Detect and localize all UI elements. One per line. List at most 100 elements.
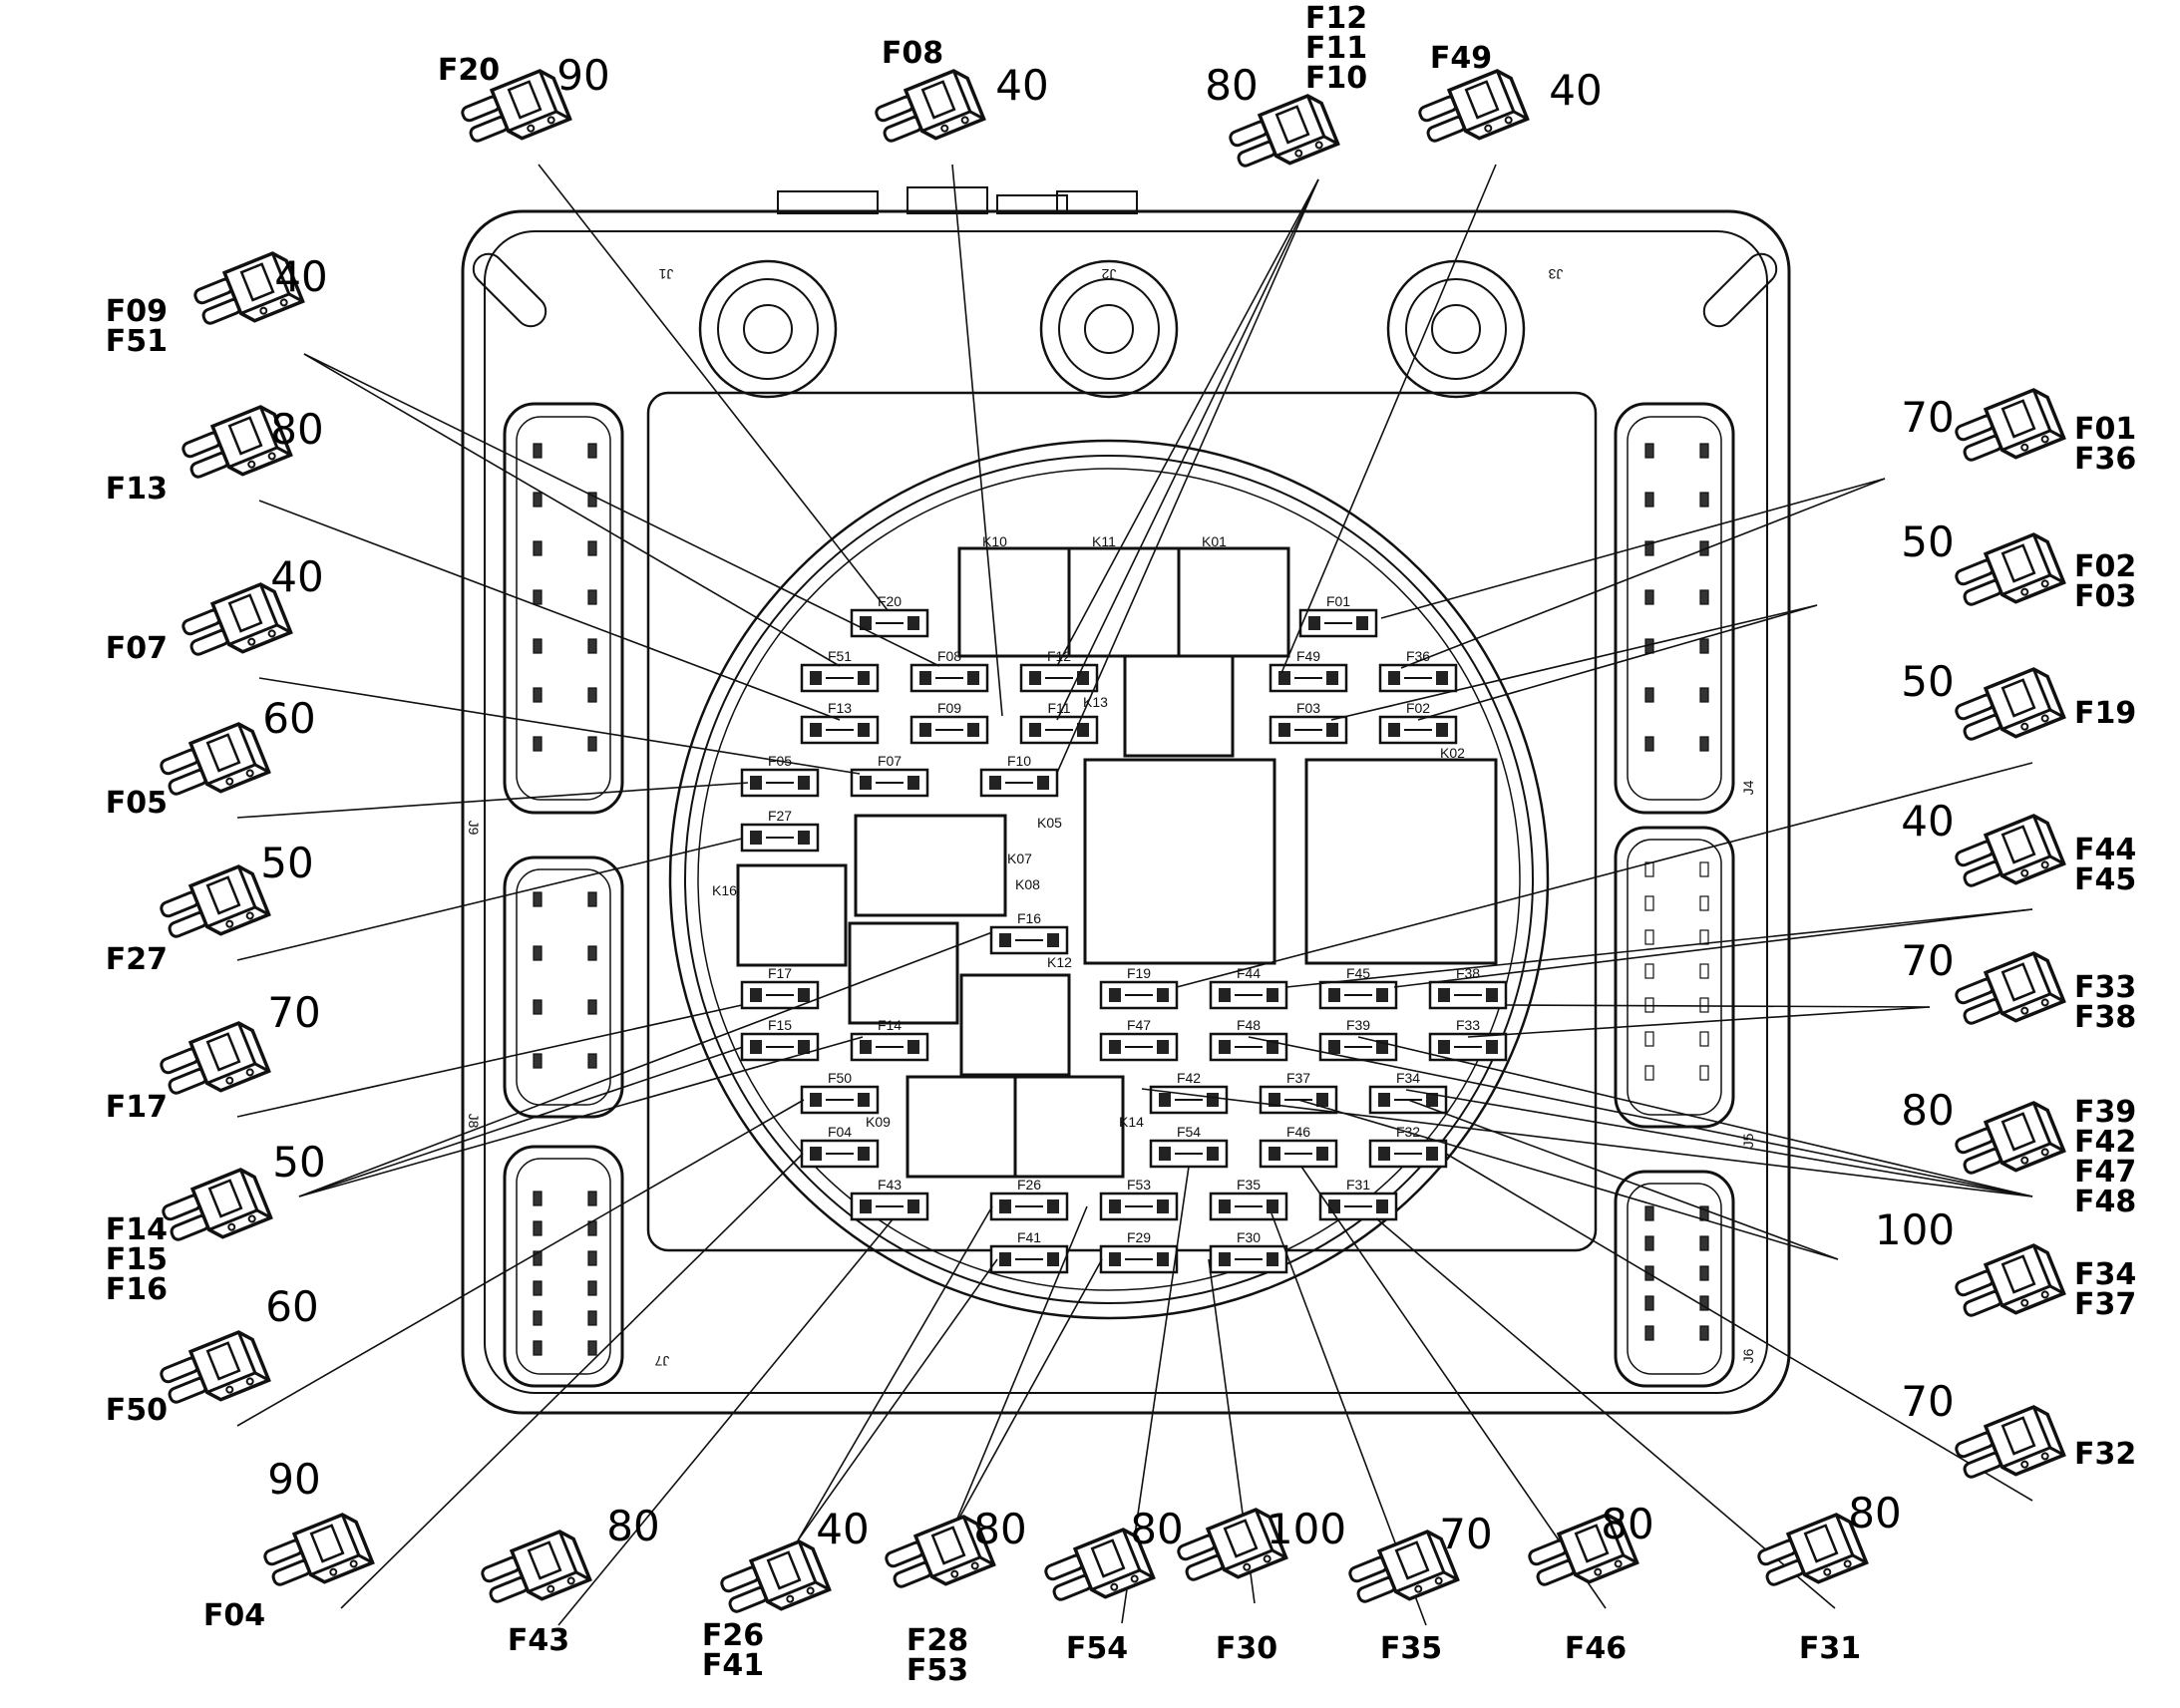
blade-fuse-icon: [720, 1539, 832, 1613]
blade-fuse-icon: [1177, 1508, 1288, 1581]
fuse-slot-label: F16: [1017, 910, 1041, 926]
relay-blocks: [736, 546, 1498, 1179]
relay-k14: [1013, 1075, 1125, 1179]
fuse-slot: F08: [909, 648, 989, 693]
leader-line: [303, 353, 841, 667]
connector-label: J8: [466, 1114, 482, 1129]
leader-line: [1380, 478, 1886, 619]
fuse-slot-label: F11: [1047, 700, 1070, 716]
fuse-slot-label: F50: [828, 1070, 852, 1086]
fuse-slot: F29: [1099, 1229, 1179, 1274]
connector-label: J1: [658, 266, 673, 282]
fuse-slot: F16: [989, 910, 1069, 955]
amperage-label: 80: [973, 1505, 1026, 1553]
amperage-label: 60: [265, 1282, 318, 1331]
blade-fuse-icon: [885, 1515, 996, 1588]
relay-k01: [1177, 546, 1290, 658]
fuse-slot-label: F39: [1346, 1017, 1370, 1033]
fuse-slot: F20: [850, 593, 929, 638]
blade-fuse-icon: [875, 69, 986, 143]
leader-line: [1505, 1004, 1931, 1008]
relay-label: K13: [1083, 694, 1108, 710]
fuse-name-label: F17: [106, 1090, 168, 1125]
blade-fuse-icon: [1955, 532, 2066, 606]
connector-label: J2: [1101, 266, 1116, 282]
amperage-label: 80: [1848, 1489, 1901, 1537]
blade-fuse-icon: [481, 1530, 592, 1603]
relay-label: K10: [982, 533, 1007, 549]
leader-line: [298, 931, 993, 1197]
fuse-slot: F01: [1298, 593, 1378, 638]
leader-line: [236, 838, 743, 961]
fuse-slot: F05: [740, 753, 820, 798]
fuse-name-label: F42: [2074, 1125, 2136, 1160]
leader-line: [1300, 1166, 1607, 1609]
fuse-slot: F35: [1209, 1177, 1288, 1221]
fuse-name-label: F49: [1430, 41, 1492, 76]
blade-fuse-icon: [160, 1021, 271, 1095]
blade-fuse-icon: [160, 864, 271, 938]
blade-fuse-icon: [162, 1168, 273, 1241]
blade-fuse-icon: [182, 582, 293, 656]
fuse-slot-label: F03: [1296, 700, 1320, 716]
relay-label: K12: [1047, 954, 1072, 970]
fuse-slot-label: F04: [828, 1124, 852, 1140]
relay-label: K08: [1015, 876, 1040, 892]
fuse-name-label: F20: [438, 53, 500, 88]
fuse-name-label: F10: [1305, 61, 1367, 96]
blade-fuse-icon: [1044, 1528, 1156, 1601]
fuse-slot: F53: [1099, 1177, 1179, 1221]
fuse-slot: F30: [1209, 1229, 1288, 1274]
fuse-name-label: F11: [1305, 31, 1367, 66]
fuse-name-label: F34: [2074, 1257, 2136, 1292]
fuse-name-label: F43: [508, 1623, 569, 1658]
leader-line: [538, 164, 889, 611]
fuse-slot-label: F41: [1017, 1229, 1041, 1245]
fuse-slot: F38: [1428, 965, 1508, 1010]
fuse-slot-label: F36: [1406, 648, 1430, 664]
fuse-name-label: F36: [2074, 442, 2136, 477]
amperage-label: 70: [1901, 936, 1954, 985]
leader-line: [1056, 178, 1319, 721]
blade-fuse-icon: [263, 1513, 375, 1586]
leader-line: [1280, 164, 1497, 674]
amperage-label: 80: [1130, 1505, 1183, 1553]
fuse-slot: F04: [800, 1124, 880, 1169]
amperage-label: 40: [270, 552, 323, 601]
fuse-name-label: F50: [106, 1393, 168, 1428]
fuse-slot: F19: [1099, 965, 1179, 1010]
fuse-name-label: F45: [2074, 862, 2136, 897]
amperage-label: 70: [267, 988, 320, 1037]
fuse-slot: F15: [740, 1017, 820, 1062]
amperage-label: 50: [260, 839, 313, 887]
fuse-slot: F11: [1019, 700, 1099, 745]
blade-fuse-icon: [1348, 1530, 1460, 1603]
fuse-name-label: F33: [2074, 970, 2136, 1005]
fuse-slot: F10: [979, 753, 1059, 798]
fuse-slot: F13: [800, 700, 880, 745]
connector-label: J7: [654, 1353, 669, 1369]
leader-line: [1330, 604, 1818, 721]
leader-line: [298, 1046, 744, 1197]
fuse-slot: F34: [1368, 1070, 1448, 1115]
relay-label: K02: [1440, 745, 1465, 761]
screw-bosses: [698, 259, 1526, 399]
fuse-name-label: F31: [1799, 1631, 1861, 1666]
fuse-slot: F50: [800, 1070, 880, 1115]
connector-label: J9: [466, 821, 482, 836]
fuse-slot: F43: [850, 1177, 929, 1221]
amperage-label: 80: [1901, 1086, 1954, 1135]
amperage-label: 100: [1267, 1505, 1346, 1553]
amperage-label: 40: [816, 1505, 869, 1553]
fuse-slot: F45: [1318, 965, 1398, 1010]
fuse-slot-label: F43: [878, 1177, 902, 1193]
fuse-slot-label: F09: [937, 700, 961, 716]
